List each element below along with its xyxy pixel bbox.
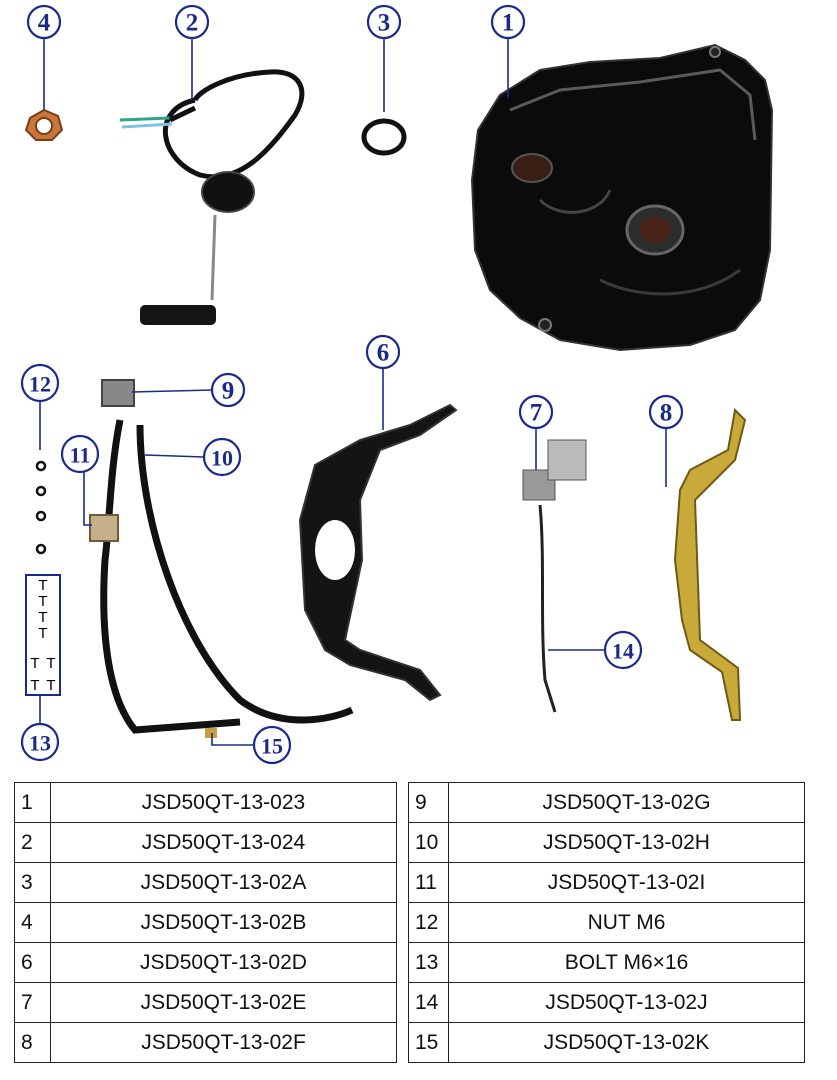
column-gap [396,982,409,1023]
tank-bracket [298,403,458,702]
column-gap [396,942,409,983]
bolt-glyph: T [46,677,55,694]
exploded-parts-diagram: T T T T T T T T 1 2 3 4 [20,4,774,765]
part-number: 14 [408,982,449,1023]
part-code: JSD50QT-13-02F [50,1022,397,1063]
bolts-box: T T T T T T T T [25,574,61,696]
part-code: JSD50QT-13-024 [50,822,397,863]
callout-8: 8 [648,394,684,430]
callout-9: 9 [210,372,246,408]
column-gap [396,822,409,863]
part-code: JSD50QT-13-02I [448,862,805,903]
part-code: NUT M6 [448,902,805,943]
svg-text:14: 14 [612,639,634,664]
bolt-glyph: T [30,655,39,672]
column-gap [396,1022,409,1063]
part-code: JSD50QT-13-02J [448,982,805,1023]
part-number: 8 [14,1022,51,1063]
gold-bracket [673,407,747,721]
part-number: 10 [408,822,449,863]
callout-11: 11 [60,434,100,474]
part-code: JSD50QT-13-02A [50,862,397,903]
fuel-hoses [89,379,354,738]
part-code: JSD50QT-13-02H [448,822,805,863]
svg-text:13: 13 [29,731,51,756]
bolt-glyph: T [38,577,47,594]
svg-text:1: 1 [502,10,515,37]
svg-text:10: 10 [211,446,233,471]
part-number: 2 [14,822,51,863]
bolt-glyph: T [46,655,55,672]
svg-text:15: 15 [261,734,283,759]
bolt-glyph: T [38,609,47,626]
callout-4: 4 [26,4,62,40]
callout-6: 6 [365,334,401,370]
part-number: 1 [14,782,51,823]
callout-14: 14 [603,630,643,670]
part-code: JSD50QT-13-02D [50,942,397,983]
callout-10: 10 [202,437,242,477]
callout-2: 2 [174,4,210,40]
callout-3: 3 [366,4,402,40]
callout-7: 7 [518,394,554,430]
table-row: 7 JSD50QT-13-02E 14 JSD50QT-13-02J [14,982,805,1023]
part-number: 4 [14,902,51,943]
part-code: JSD50QT-13-023 [50,782,397,823]
part-number: 9 [408,782,449,823]
small-nuts [35,460,47,555]
svg-text:2: 2 [186,10,199,37]
bolt-glyph: T [38,593,47,610]
table-row: 2 JSD50QT-13-024 10 JSD50QT-13-02H [14,822,805,863]
svg-text:3: 3 [378,10,391,37]
svg-text:6: 6 [377,340,390,367]
svg-text:11: 11 [70,443,91,468]
column-gap [396,862,409,903]
part-code: BOLT M6×16 [448,942,805,983]
parts-table: 1 JSD50QT-13-023 9 JSD50QT-13-02G 2 JSD5… [14,782,805,1063]
part-number: 6 [14,942,51,983]
fuel-valve [522,439,587,713]
part-code: JSD50QT-13-02E [50,982,397,1023]
column-gap [396,902,409,943]
svg-text:12: 12 [29,372,51,397]
part-number: 7 [14,982,51,1023]
part-number: 12 [408,902,449,943]
fuel-sender [119,69,305,325]
part-number: 13 [408,942,449,983]
fuel-tank [470,43,774,352]
callout-15: 15 [252,725,292,765]
callout-1: 1 [490,4,526,40]
part-code: JSD50QT-13-02G [448,782,805,823]
svg-text:4: 4 [38,10,51,37]
column-gap [396,782,409,823]
part-number: 3 [14,862,51,903]
bolt-glyph: T [38,625,47,642]
bolt-glyph: T [30,677,39,694]
part-number: 11 [408,862,449,903]
leader-lines [39,38,667,746]
part-code: JSD50QT-13-02B [50,902,397,943]
svg-text:9: 9 [222,378,235,405]
table-row: 8 JSD50QT-13-02F 15 JSD50QT-13-02K [14,1022,805,1063]
svg-text:8: 8 [660,400,673,427]
part-code: JSD50QT-13-02K [448,1022,805,1063]
svg-text:7: 7 [530,400,543,427]
table-row: 3 JSD50QT-13-02A 11 JSD50QT-13-02I [14,862,805,903]
table-row: 6 JSD50QT-13-02D 13 BOLT M6×16 [14,942,805,983]
o-ring [361,118,407,156]
table-row: 1 JSD50QT-13-023 9 JSD50QT-13-02G [14,782,805,823]
callout-12: 12 [20,363,60,403]
part-number: 15 [408,1022,449,1063]
lock-nut [24,108,64,141]
table-row: 4 JSD50QT-13-02B 12 NUT M6 [14,902,805,943]
callout-13: 13 [20,722,60,762]
